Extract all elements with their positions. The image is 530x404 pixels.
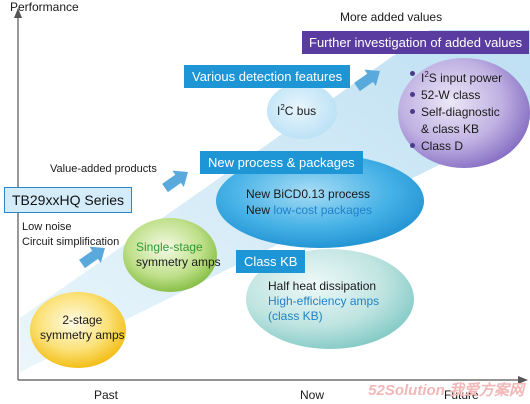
y-axis-label: Performance xyxy=(10,0,79,14)
i2c-bus-label: I2C bus xyxy=(277,103,316,118)
detection-features-box: Various detection features xyxy=(184,65,351,88)
single-stage-line-2: symmetry amps xyxy=(136,255,221,269)
process-line-2-prefix: New xyxy=(246,203,274,217)
process-line-2: New low-cost packages xyxy=(246,202,372,218)
single-stage-label: Single-stage symmetry amps xyxy=(136,240,221,270)
x-axis-label-now: Now xyxy=(300,388,325,402)
i2c-prefix: I xyxy=(277,104,281,118)
single-stage-line-1: Single-stage xyxy=(136,240,203,254)
two-stage-line-2: symmetry amps xyxy=(40,328,125,342)
classkb-description: Half heat dissipation High-efficiency am… xyxy=(268,279,379,324)
classkb-line-1: Half heat dissipation xyxy=(268,279,377,293)
two-stage-ellipse xyxy=(30,292,126,368)
list-item-label: Class D xyxy=(421,139,464,153)
i2c-ellipse xyxy=(267,83,337,139)
added-values-list: I2S input power 52-W class Self-diagnost… xyxy=(410,66,502,155)
bullet-icon xyxy=(410,143,415,148)
series-box: TB29xxHQ Series xyxy=(4,187,133,213)
classkb-line-2: High-efficiency amps xyxy=(268,294,380,308)
process-line-1: New BiCD0.13 process xyxy=(246,187,371,201)
i2s-superscript: 2 xyxy=(424,70,429,79)
class-kb-box: Class KB xyxy=(236,250,306,273)
list-item-label: Self-diagnostic xyxy=(421,105,500,119)
list-item-label: 52-W class xyxy=(421,88,481,102)
single-stage-ellipse xyxy=(123,218,217,292)
more-added-values-label: More added values xyxy=(340,10,443,24)
classkb-line-3: (class KB) xyxy=(268,309,323,323)
value-added-products-label: Value-added products xyxy=(50,163,157,175)
list-item: Self-diagnostic xyxy=(410,104,502,121)
process-line-2-highlight: low-cost packages xyxy=(273,203,373,217)
bullet-icon xyxy=(410,109,415,114)
arrow-to-process xyxy=(162,170,188,193)
x-axis-label-past: Past xyxy=(94,388,119,402)
arrow-to-single-stage xyxy=(79,246,105,269)
i2c-suffix: C bus xyxy=(284,104,317,118)
process-description: New BiCD0.13 process New low-cost packag… xyxy=(246,186,372,218)
new-process-box: New process & packages xyxy=(200,151,363,174)
low-noise-line-1: Low noise xyxy=(22,221,72,233)
list-item-label: & class KB xyxy=(421,122,480,136)
list-item: I2S input power xyxy=(410,66,502,87)
low-noise-label: Low noise Circuit simplification xyxy=(22,220,119,250)
further-investigation-box: Further investigation of added values xyxy=(302,31,530,54)
low-noise-line-2: Circuit simplification xyxy=(22,236,120,248)
i2s-suffix: S input power xyxy=(428,71,503,85)
i2s-prefix: I xyxy=(421,71,425,85)
y-axis-arrow xyxy=(14,8,22,18)
x-axis-label-future: Future xyxy=(444,388,479,402)
x-axis-arrow xyxy=(518,376,528,384)
bullet-icon xyxy=(410,71,415,76)
list-item: & class KB xyxy=(410,121,502,138)
process-ellipse xyxy=(216,154,424,248)
classkb-ellipse xyxy=(246,249,414,349)
arrow-to-future xyxy=(354,69,380,92)
purple-ellipse xyxy=(398,58,530,168)
list-item: Class D xyxy=(410,138,502,155)
two-stage-label: 2-stage symmetry amps xyxy=(40,313,125,343)
i2c-superscript: 2 xyxy=(280,103,285,112)
list-item: 52-W class xyxy=(410,87,502,104)
bullet-icon xyxy=(410,92,415,97)
watermark: 52Solution 我爱方案网 xyxy=(368,382,524,399)
two-stage-line-1: 2-stage xyxy=(62,313,103,327)
